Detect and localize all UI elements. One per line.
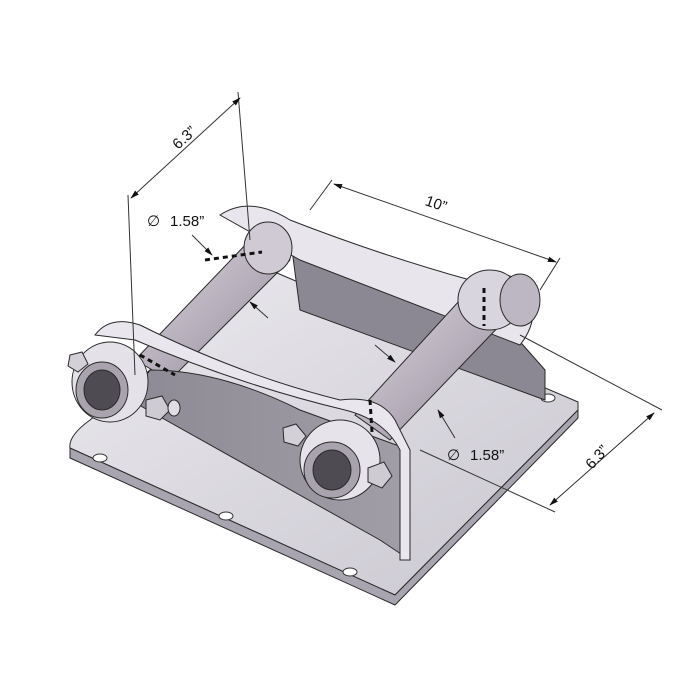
- center-marks: [139, 250, 486, 433]
- nut-icon: [67, 351, 89, 373]
- dim-pin-diameter-right-label: 1.58”: [470, 447, 504, 464]
- dim-pin-diameter-left-label: 1.58”: [170, 213, 204, 230]
- dim-depth-left-label: 6.3”: [169, 123, 200, 153]
- left-clevis: [67, 341, 181, 423]
- mount-hole: [342, 567, 358, 577]
- right-clevis: [282, 419, 393, 501]
- nut-icon: [282, 423, 307, 447]
- mount-hole: [218, 511, 234, 521]
- mount-hole: [92, 453, 108, 463]
- diameter-symbol-left: ∅: [147, 213, 160, 230]
- diameter-symbol-right: ∅: [447, 447, 460, 464]
- dimension-lines: [127, 91, 663, 513]
- dim-depth-right-label: 6.3”: [582, 442, 612, 473]
- right-pin: [354, 269, 541, 441]
- dim-length-label: 10”: [423, 193, 449, 216]
- bolt-head-icon: [145, 395, 171, 421]
- bolt-head-icon: [367, 461, 393, 489]
